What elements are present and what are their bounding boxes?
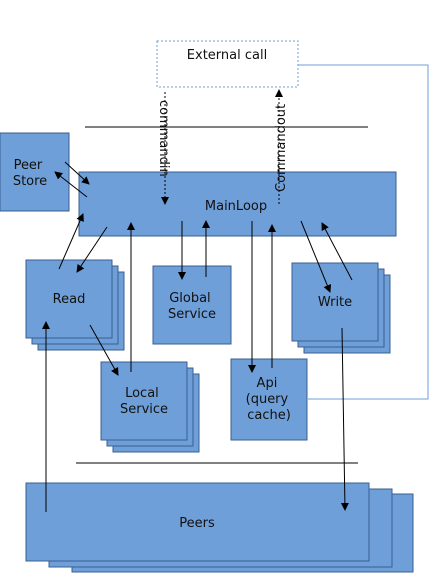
api-label: Api (query cache) xyxy=(246,376,293,423)
mainloop-label: MainLoop xyxy=(205,199,267,214)
write-to-mainloop-arrow xyxy=(321,222,353,281)
global-service-box xyxy=(152,265,232,345)
external-call-box xyxy=(156,40,299,88)
global-service-label: Global Service xyxy=(168,291,216,322)
read-label: Read xyxy=(53,292,86,307)
api-box xyxy=(230,358,308,441)
mainloop-to-write-arrow xyxy=(300,220,332,293)
read-to-mainloop-arrow xyxy=(58,213,84,270)
peer-store-label-line1: Peer xyxy=(14,158,43,173)
peer-store-label: Peer Store xyxy=(13,158,47,189)
commandin-label: commandin xyxy=(156,100,171,177)
commandout-label: Commandout xyxy=(274,104,289,192)
api-label-line3: cache) xyxy=(247,408,291,423)
peerstore-to-mainloop-arrow xyxy=(64,161,90,185)
write-label: Write xyxy=(318,295,352,310)
global-service-label-line2: Service xyxy=(168,307,216,322)
external-api-connector xyxy=(298,64,429,400)
peers-box xyxy=(25,482,370,562)
api-label-line1: Api xyxy=(257,376,278,391)
read-box xyxy=(25,259,113,339)
global-service-label-line1: Global xyxy=(169,291,210,306)
local-service-label: Local Service xyxy=(120,386,168,417)
external-call-label: External call xyxy=(187,48,267,63)
local-service-label-line2: Service xyxy=(120,402,168,417)
peer-store-label-line2: Store xyxy=(13,174,47,189)
write-to-peers-arrow xyxy=(340,327,349,511)
peers-label: Peers xyxy=(179,516,215,531)
local-service-box xyxy=(100,361,188,441)
mainloop-to-read-arrow xyxy=(76,226,108,273)
write-box xyxy=(291,262,379,342)
api-label-line2: (query xyxy=(246,392,289,407)
local-service-label-line1: Local xyxy=(125,386,159,401)
read-to-local-service-arrow xyxy=(89,324,119,376)
mainloop-to-peerstore-arrow xyxy=(54,171,88,198)
